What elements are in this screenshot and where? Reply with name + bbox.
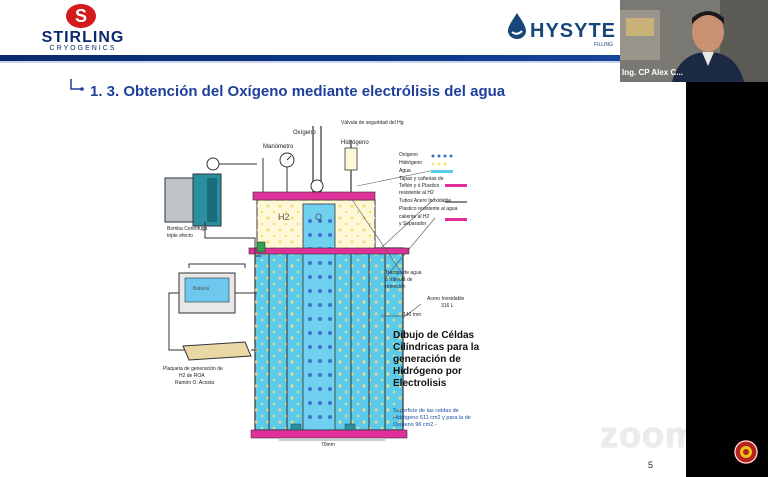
stirling-logo-name: STIRLING [41, 29, 125, 46]
participant-video-tile[interactable]: Ing. CP Alex C... [620, 0, 768, 82]
app-badge-icon[interactable] [734, 440, 758, 464]
cell-description: Dibujo de Céldas Cilíndricas para la gen… [393, 330, 513, 390]
description-line: Electrolisis [393, 378, 447, 389]
hysyte-logo-name: HYSYTE [530, 20, 617, 42]
surface-note: Superficie de las celdas de Hidrógeno 61… [393, 408, 503, 429]
surface-note-line: Superficie de las celdas de [393, 408, 459, 414]
label-board-1: Plaqueta de generación de [163, 366, 223, 372]
participant-name: Ing. CP Alex C... [622, 68, 683, 77]
label-oxygen: Oxígeno [293, 130, 316, 136]
electrolysis-cell-diagram: Oxígeno Manómetro Hidrógeno Válvula de s… [145, 118, 495, 473]
stirling-cryogenics-logo: S STIRLING CRYOGENICS [28, 4, 138, 52]
hysyte-logo-sub: FILLING [594, 42, 613, 48]
slide-title: 1. 3. Obtención del Oxígeno mediante ele… [90, 83, 506, 100]
label-battery: Batería [193, 286, 210, 292]
stirling-logo-sub: CRYOGENICS [49, 45, 117, 52]
description-line: Hidrógeno por [393, 366, 462, 377]
app-badge-glyph [734, 440, 758, 464]
stirling-s-mark: S [66, 4, 96, 28]
label-dim-bottom: 70mm [321, 442, 335, 448]
title-bullet-icon [70, 79, 84, 91]
label-trap-3: retención [385, 284, 406, 290]
legend-item: Hidrógeno [399, 160, 423, 166]
surface-note-line: Hidrógeno 611 cm2 y para la de [393, 415, 471, 421]
participant-video-frame [620, 0, 768, 82]
header-divider-light [0, 61, 686, 63]
legend-item: Oxígeno [399, 152, 418, 158]
hysyte-drop-icon [508, 13, 526, 39]
label-pump-2: triple efecto [167, 233, 193, 239]
surface-note-line: Oxígeno 96 cm2.- [393, 422, 437, 428]
legend-item: Teflón y ó Plastico [399, 183, 440, 189]
description-line: generación de [393, 354, 461, 365]
legend-item: Plastico resistente al agua [399, 206, 458, 212]
legend-item: Agua [399, 168, 411, 174]
legend-item: y Separador [399, 221, 427, 227]
label-cell-h2: H2 [278, 212, 290, 222]
label-cell-o2: O [315, 212, 323, 222]
label-trap-1: Trampa de agua [385, 270, 422, 276]
slide-header [0, 0, 686, 56]
legend-item: resistente al H2 [399, 190, 434, 196]
label-manometer: Manómetro [263, 144, 294, 150]
label-board-3: Ramón O. Acosta [175, 380, 215, 386]
zoom-watermark: zoom [600, 414, 686, 455]
label-dim-width: 140 mm [403, 312, 422, 318]
legend-item: Tubos Acero Inoxidable [399, 198, 452, 204]
description-line: Dibujo de Céldas [393, 330, 475, 341]
slide-page-number: 5 [648, 460, 654, 470]
cell-drawing [164, 126, 467, 441]
presentation-slide: S STIRLING CRYOGENICS HYSYTE FILLING 1. … [0, 0, 686, 477]
label-steel-1: Acero Inoxidable [427, 296, 465, 302]
hysyte-logo: HYSYTE FILLING [506, 10, 624, 50]
header-divider [0, 55, 686, 61]
label-pump-1: Bomba Centrifuga [167, 226, 208, 232]
label-safety-valve: Válvula de seguridad del Hg [341, 120, 404, 126]
label-hydrogen: Hidrógeno [341, 140, 369, 146]
label-steel-2: 316 L [441, 303, 454, 309]
label-trap-2: ó Válvula de [385, 277, 413, 283]
legend-item: Tapas y cañerias de [399, 176, 444, 182]
label-board-2: H2 de ROA [179, 373, 205, 379]
legend-item: caliente al H2 [399, 214, 430, 220]
description-line: Cilíndricas para la [393, 342, 480, 353]
